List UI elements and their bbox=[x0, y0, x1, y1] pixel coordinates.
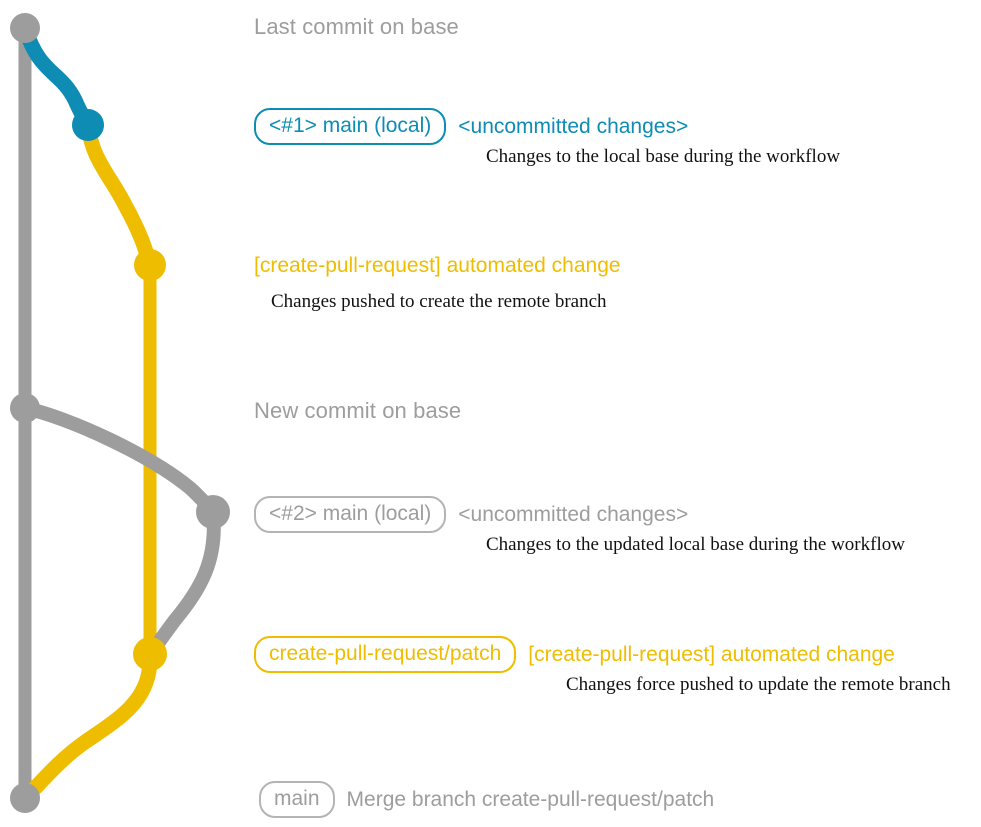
node-base-top bbox=[10, 13, 40, 43]
branch-badge-main[interactable]: main bbox=[259, 781, 335, 819]
node-remote-2 bbox=[133, 637, 167, 671]
remote-branch-line-1 bbox=[80, 117, 158, 273]
node-local-1 bbox=[72, 109, 104, 141]
commit-annotation-3: <#2> main (local) <uncommitted changes> bbox=[254, 496, 689, 534]
commit-annotation-5: main Merge branch create-pull-request/pa… bbox=[259, 781, 715, 819]
commit-annotation-2: [create-pull-request] automated change bbox=[254, 254, 621, 278]
commit-annotation-4: create-pull-request/patch [create-pull-r… bbox=[254, 636, 895, 674]
commit-note-1: Changes to the local base during the wor… bbox=[486, 146, 841, 167]
commit-note-2: Changes pushed to create the remote bran… bbox=[271, 291, 607, 312]
commit-message-2: [create-pull-request] automated change bbox=[254, 254, 621, 277]
section-label-new-commit-on-base: New commit on base bbox=[254, 398, 462, 423]
merge-to-base-line bbox=[17, 646, 158, 806]
commit-message-5: Merge branch create-pull-request/patch bbox=[346, 787, 715, 811]
commit-message-4: [create-pull-request] automated change bbox=[528, 642, 895, 666]
merge-into-remote-line bbox=[143, 505, 221, 661]
commit-message-3: <uncommitted changes> bbox=[458, 502, 689, 526]
node-local-2 bbox=[196, 495, 230, 529]
branch-badge-main-local-1[interactable]: <#1> main (local) bbox=[254, 108, 447, 146]
commit-note-3: Changes to the updated local base during… bbox=[486, 534, 905, 555]
section-label-last-commit-on-base: Last commit on base bbox=[254, 14, 459, 39]
local-branch-line-2 bbox=[18, 401, 220, 519]
commit-annotation-1: <#1> main (local) <uncommitted changes> bbox=[254, 108, 689, 146]
commit-message-1: <uncommitted changes> bbox=[458, 114, 689, 138]
node-remote-1 bbox=[134, 249, 166, 281]
node-base-new bbox=[10, 393, 40, 423]
local-branch-line-1 bbox=[17, 20, 96, 133]
commit-note-4: Changes force pushed to update the remot… bbox=[566, 674, 951, 695]
branch-badge-create-pull-request-patch[interactable]: create-pull-request/patch bbox=[254, 636, 517, 674]
node-base-merge bbox=[10, 783, 40, 813]
branch-badge-main-local-2[interactable]: <#2> main (local) bbox=[254, 496, 447, 534]
